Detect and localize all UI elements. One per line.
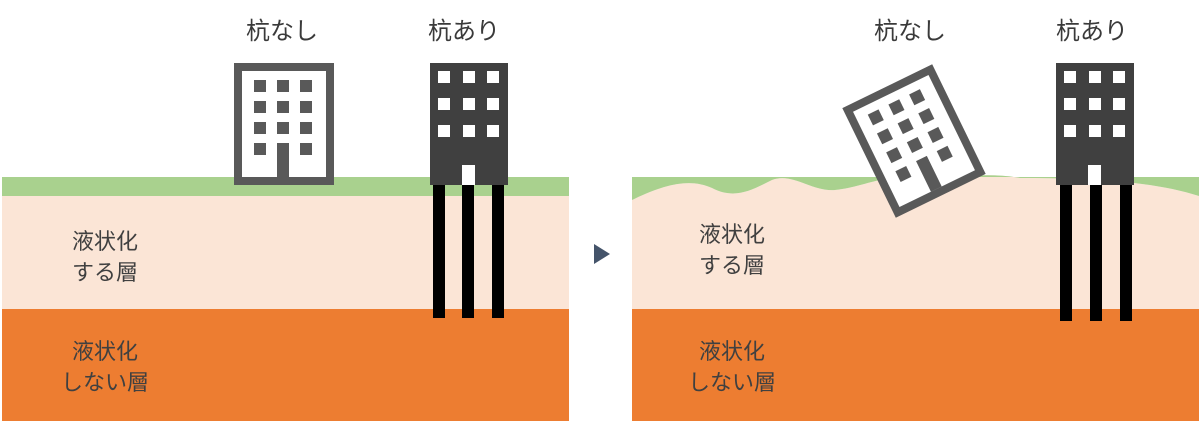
label-line: 液状化 (698, 223, 765, 248)
left-label-no-piles: 杭なし (246, 17, 318, 45)
right-building-with-piles-icon (1056, 63, 1134, 185)
pile (433, 183, 445, 318)
right-label-with-piles: 杭あり (1056, 17, 1128, 45)
label-line: する層 (71, 261, 138, 286)
left-piles (433, 183, 504, 318)
right-liquefying-layer (632, 175, 1199, 309)
left-liquefying-layer-label: 液状化 する層 (45, 227, 165, 289)
label-line: しない層 (687, 371, 776, 396)
label-line: 液状化 (71, 230, 138, 255)
label-line: 液状化 (71, 340, 138, 365)
left-building-no-piles-icon (234, 63, 334, 185)
pile (1060, 183, 1072, 321)
right-label-no-piles: 杭なし (874, 17, 946, 45)
right-piles (1060, 183, 1132, 321)
label-line: しない層 (60, 371, 149, 396)
right-liquefying-layer-label: 液状化 する層 (672, 220, 792, 282)
right-grass-surface (632, 175, 1199, 200)
label-line: する層 (698, 254, 765, 279)
right-non-liquefying-layer-label: 液状化 しない層 (672, 337, 792, 399)
pile (492, 183, 504, 318)
pile (1120, 183, 1132, 321)
right-building-no-piles-tilted-icon (842, 64, 986, 218)
pile (1090, 183, 1102, 321)
left-non-liquefying-layer-label: 液状化 しない層 (45, 337, 165, 399)
left-panel (2, 63, 569, 421)
transition-arrow-icon (594, 244, 610, 264)
left-building-with-piles-icon (430, 63, 508, 185)
left-label-with-piles: 杭あり (428, 17, 500, 45)
left-non-liquefying-layer (2, 309, 569, 421)
right-non-liquefying-layer (632, 309, 1199, 421)
left-liquefying-layer (2, 195, 569, 309)
label-line: 液状化 (698, 340, 765, 365)
left-grass-surface (2, 177, 569, 196)
pile (462, 183, 474, 318)
right-panel (632, 63, 1199, 421)
